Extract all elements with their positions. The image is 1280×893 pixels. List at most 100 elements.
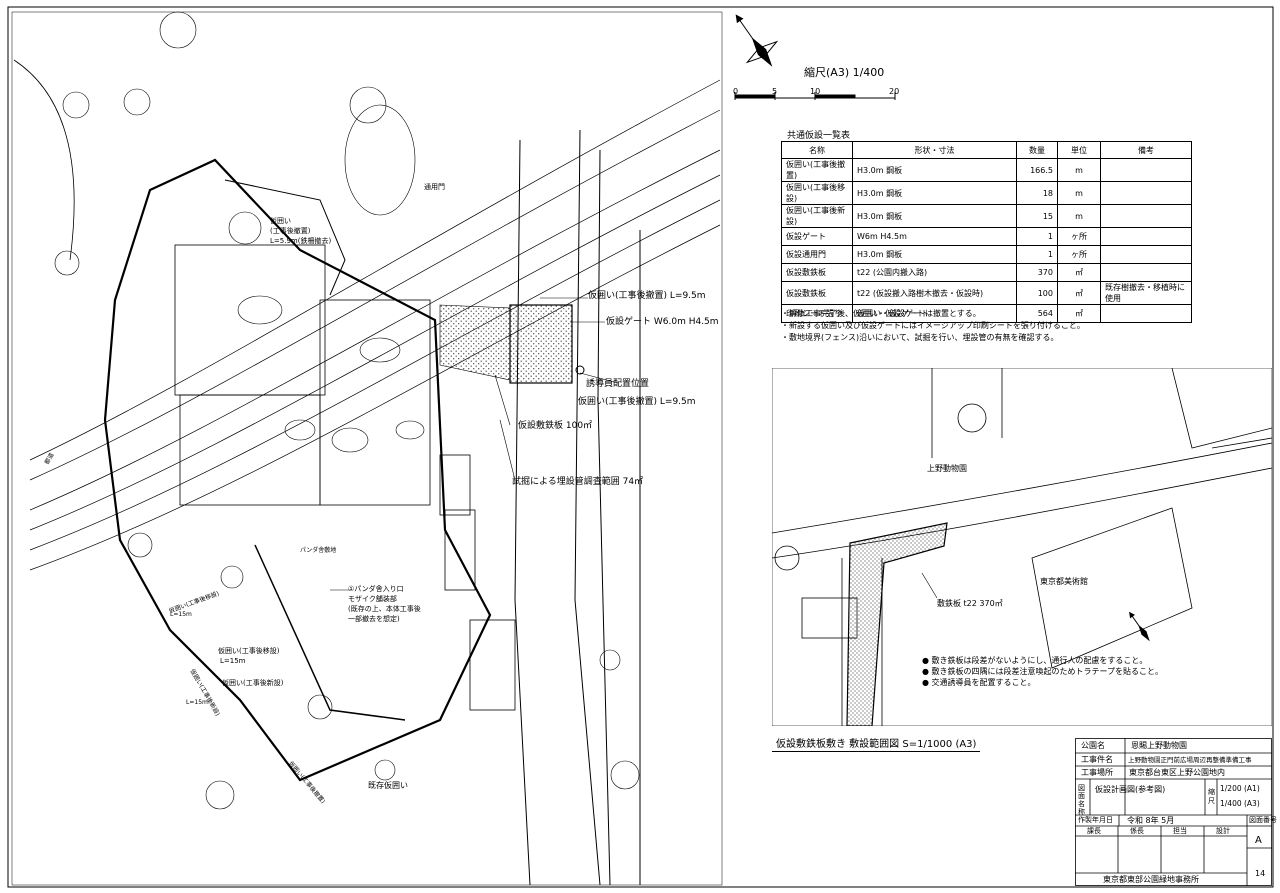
label-fence-move-len: L=15m (220, 657, 246, 665)
legend-cell: 370 (1016, 263, 1058, 282)
legend-header: 単位 (1057, 141, 1101, 159)
tb-park: 恩賜上野動物園 (1131, 741, 1187, 750)
tb-role: 係長 (1130, 827, 1144, 835)
legend-cell: ㎡ (1057, 281, 1101, 305)
legend-cell: 仮設ゲート (781, 227, 853, 246)
label-fence-left-len: L=15m (170, 611, 192, 618)
tb-scale-a3: 1/400 (A3) (1220, 799, 1260, 808)
label-fence-left-new-len: L=15m (186, 699, 208, 706)
inset-caption: 仮設敷鉄板敷き 敷設範囲図 S=1/1000 (A3) (772, 734, 981, 752)
legend-cell (1100, 304, 1192, 323)
tb-role: 担当 (1173, 827, 1187, 835)
legend-note: ・解体工事完了後、仮囲い・仮設ゲートは撤置とする。 (781, 309, 981, 318)
inset-map (772, 368, 1272, 726)
scale-title: 縮尺(A3) 1/400 (804, 66, 885, 79)
legend-cell: 15 (1016, 204, 1058, 228)
tb-site-label: 工事場所 (1081, 768, 1113, 777)
legend-cell: 仮囲い(工事後撤置) (781, 158, 853, 182)
plan-frame (11, 11, 723, 886)
label-fence-tl: 仮囲い (270, 217, 291, 225)
legend-cell: H3.0m 鋼板 (852, 181, 1017, 205)
legend-cell: 166.5 (1016, 158, 1058, 182)
legend-cell: 仮囲い(工事後新設) (781, 204, 853, 228)
tb-role: 設計 (1216, 827, 1230, 835)
label-panda-area: パンダ舎敷地 (300, 547, 337, 554)
inset-note: ● 敷き鉄板は段差がないようにし、通行人の配慮をすること。 (922, 656, 1148, 665)
legend-header: 形状・寸法 (852, 141, 1017, 159)
label-fence-keep: 仮囲い(工事後撤置) L=9.5m (588, 291, 706, 301)
legend-notes: ・解体工事完了後、仮囲い・仮設ゲートは撤置とする。 ・新設する仮囲い及び仮設ゲー… (781, 308, 1085, 344)
gate-plate-area (509, 304, 573, 384)
tb-role: 課長 (1087, 827, 1101, 835)
scale-tick: 0 (733, 87, 739, 96)
legend-cell: ㎡ (1057, 263, 1101, 282)
legend-cell (1100, 245, 1192, 264)
label-guide-position: 誘導員配置位置 (586, 379, 650, 389)
legend-cell: ㎡ (1057, 304, 1101, 323)
legend-cell: t22 (公園内搬入路) (852, 263, 1017, 282)
legend-cell: 1 (1016, 245, 1058, 264)
legend-cell (1100, 181, 1192, 205)
tb-date: 令和 8年 5月 (1127, 816, 1175, 825)
label-fence-keep-2: 仮囲い(工事後撤置) L=9.5m (578, 397, 696, 407)
legend-cell: W6m H4.5m (852, 227, 1017, 246)
label-gate-passage: 通用門 (424, 183, 445, 191)
label-panda: ①パンダ舎入り口 (348, 585, 404, 593)
tb-date-label: 作製年月日 (1078, 816, 1113, 824)
label-steel-plate: 仮設敷鉄板 100㎡ (518, 421, 593, 431)
steel-plate-area (439, 304, 511, 381)
legend-note: ・新設する仮囲い及び仮設ゲートにはイメージアップ印刷シートを張り付けること。 (781, 321, 1085, 330)
inset-note: ● 交通誘導員を配置すること。 (922, 678, 1036, 687)
legend-cell: ヶ所 (1057, 227, 1101, 246)
label-panda-4: 一部撤去を想定) (348, 615, 400, 623)
legend-cell: m (1057, 181, 1101, 205)
inset-label-plate: 敷鉄板 t22 370㎡ (937, 599, 1003, 608)
legend-cell (1100, 204, 1192, 228)
label-fence-existing: 既存仮囲い (368, 781, 408, 790)
tb-sheet-letter: A (1255, 835, 1262, 846)
site-boundary (103, 158, 492, 782)
legend-cell: 18 (1016, 181, 1058, 205)
legend-cell (1100, 227, 1192, 246)
label-test-pit: 試掘による埋設管調査範囲 74㎡ (512, 477, 644, 487)
label-panda-3: (既存の上、本体工事後 (348, 605, 421, 613)
tb-work: 上野動物園正門前広場周辺再整備準備工事 (1128, 756, 1252, 764)
scale-tick: 5 (772, 87, 778, 96)
label-fence-move: 仮囲い(工事後移設) (218, 647, 280, 655)
legend-cell (1100, 158, 1192, 182)
legend-cell: m (1057, 204, 1101, 228)
label-fence-tl-2: (工事後撤置) (270, 227, 311, 235)
tb-drawing-label: 図面名称 (1078, 784, 1085, 816)
tb-office: 東京都東部公園緑地事務所 (1103, 875, 1199, 884)
legend-cell: H3.0m 鋼板 (852, 245, 1017, 264)
legend-cell: H3.0m 鋼板 (852, 204, 1017, 228)
legend-cell (1100, 263, 1192, 282)
scale-bar (734, 92, 896, 100)
inset-note: ● 敷き鉄板の四隅には段差注意喚起のためトラテープを貼ること。 (922, 667, 1164, 676)
title-block: 公園名 恩賜上野動物園 工事件名 上野動物園正門前広場周辺再整備準備工事 工事場… (1075, 738, 1277, 886)
legend-cell: 仮設敷鉄板 (781, 281, 853, 305)
inset-label-zoo: 上野動物園 (927, 464, 967, 473)
legend-cell: m (1057, 158, 1101, 182)
label-fence-tl-3: L=5.9m(鉄柵撤去) (270, 237, 332, 245)
tb-work-label: 工事件名 (1081, 755, 1113, 764)
legend-cell: t22 (仮設搬入路樹木撤去・仮設時) (852, 281, 1017, 305)
scale-tick: 20 (889, 87, 900, 96)
scale-tick: 10 (810, 87, 821, 96)
label-panda-2: モザイク舗装部 (348, 595, 397, 603)
label-gate: 仮設ゲート W6.0m H4.5m (606, 317, 719, 327)
inset-plate-area (846, 522, 948, 726)
legend-note: ・敷地境界(フェンス)沿いにおいて、試掘を行い、埋設管の有無を確認する。 (781, 333, 1059, 342)
inset-label-museum: 東京都美術館 (1040, 577, 1088, 586)
legend-header: 名称 (781, 141, 853, 159)
tb-sheet-num: 14 (1255, 869, 1266, 878)
